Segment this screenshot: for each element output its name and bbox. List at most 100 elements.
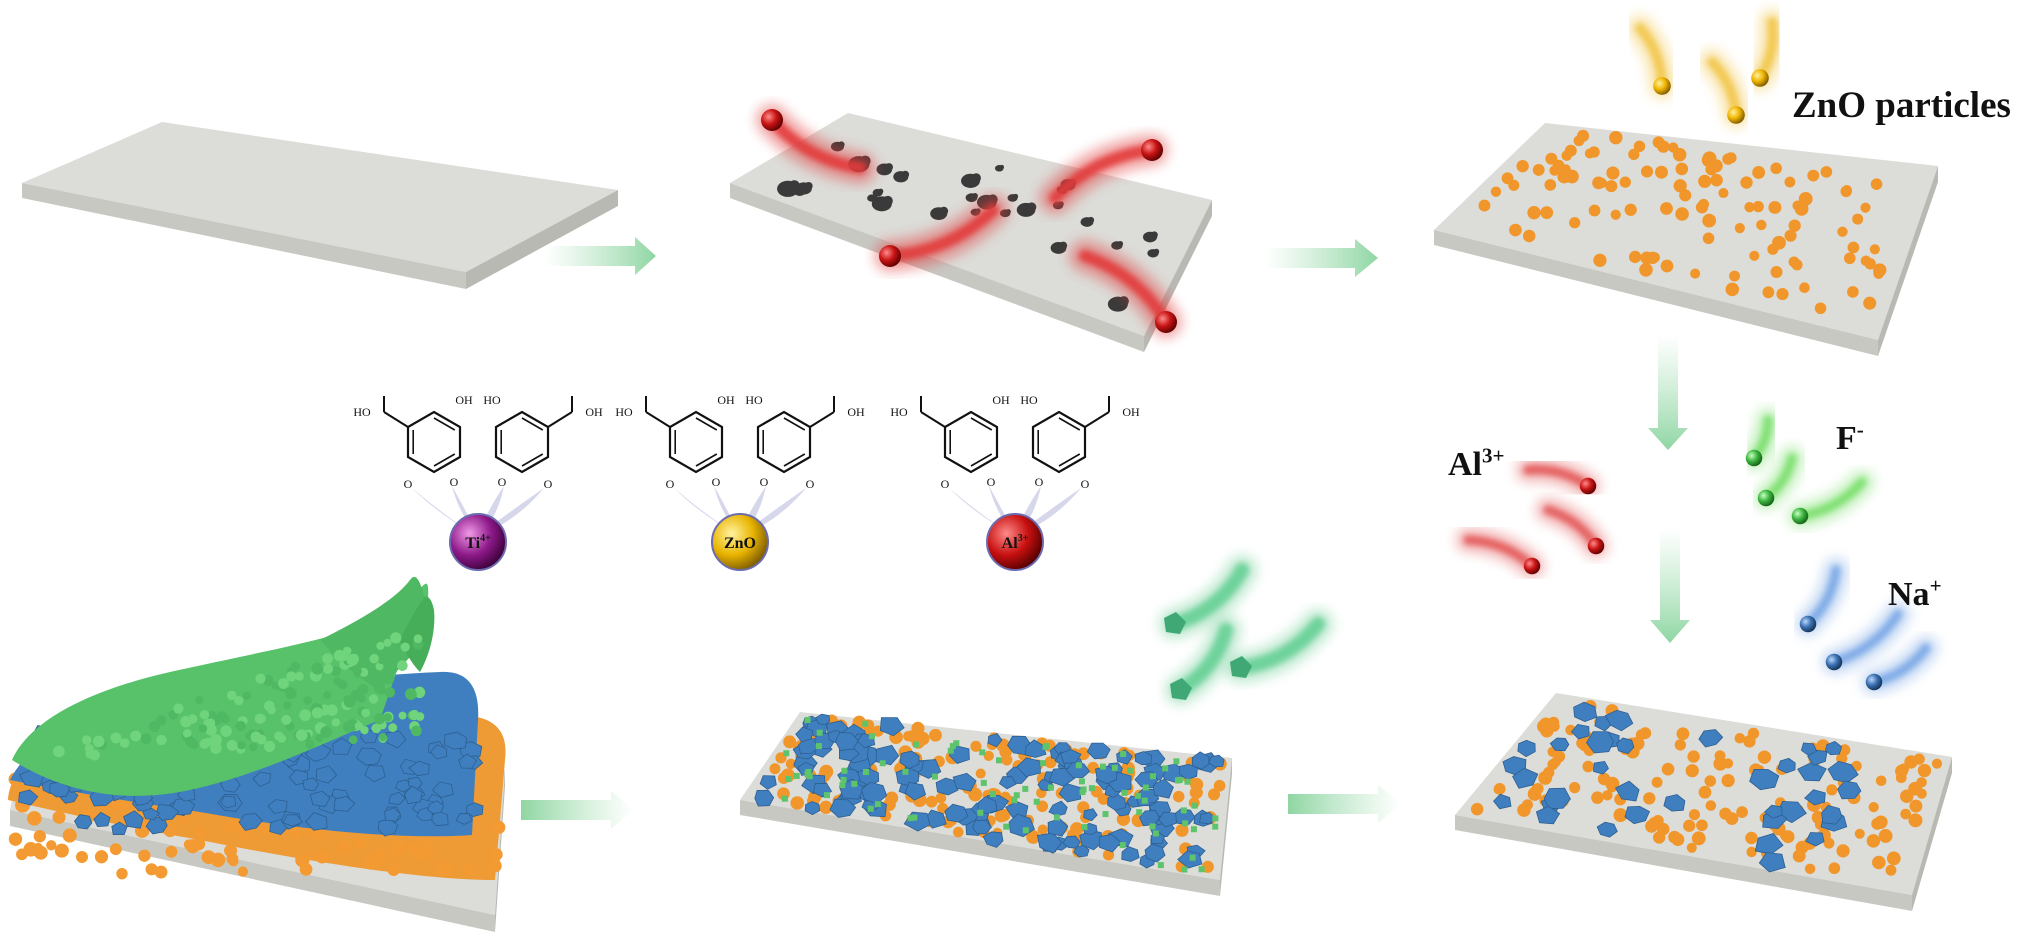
zno-dot <box>1569 217 1581 229</box>
blue-crystal <box>952 772 977 792</box>
zno-dot <box>1633 140 1646 153</box>
blue-grain <box>429 809 449 827</box>
green-crystal <box>1121 789 1128 796</box>
svg-text:O: O <box>941 477 950 491</box>
zno-dot <box>1705 163 1718 176</box>
zno-dot <box>1037 824 1048 835</box>
green-grain <box>263 740 276 753</box>
zno-dot <box>1718 187 1729 199</box>
blue-grain <box>388 791 406 806</box>
defect-spot <box>1059 241 1068 250</box>
blue-grain <box>309 790 331 808</box>
blue-grain <box>220 795 237 809</box>
ion-label: Ti4+ <box>465 533 491 552</box>
green-grain <box>294 671 304 681</box>
green-grain <box>390 632 402 644</box>
zno-dot <box>1873 268 1884 279</box>
green-crystal <box>947 747 954 754</box>
zno-dot <box>783 735 797 749</box>
green-crystal <box>1099 763 1106 770</box>
zno-dot <box>1588 146 1600 158</box>
orange-grain <box>435 860 449 875</box>
orange-grain <box>16 848 28 861</box>
defect-spot <box>999 164 1005 170</box>
zno-dot <box>1756 219 1767 231</box>
green-crystal <box>1079 789 1086 796</box>
zno-dot <box>1490 186 1502 197</box>
svg-text:HO: HO <box>745 393 763 407</box>
red-ion <box>874 194 1009 272</box>
green-crystal <box>1042 743 1049 750</box>
blue-crystal <box>1804 789 1826 806</box>
green-crystal <box>783 750 790 757</box>
zno-dot <box>1679 189 1692 202</box>
green-grain <box>237 741 246 750</box>
zno-dot <box>1854 828 1865 839</box>
blue-grain <box>432 781 454 798</box>
zno-dot <box>1527 205 1541 220</box>
orange-grain <box>488 859 502 873</box>
blue-crystal <box>1824 741 1843 756</box>
zno-dot <box>1688 809 1700 821</box>
zno-dot <box>1208 788 1221 801</box>
zno-dot <box>1820 166 1833 178</box>
blue-crystal <box>829 798 857 818</box>
zno-dot <box>1713 756 1728 771</box>
green-grain <box>250 731 262 743</box>
green-grain <box>398 711 407 720</box>
green-crystal <box>1149 823 1156 830</box>
orange-grain <box>370 858 382 870</box>
green-crystal <box>1111 764 1118 771</box>
zno-dot <box>1784 229 1797 242</box>
green-grain <box>140 733 152 745</box>
green-crystal <box>912 741 919 748</box>
crystal-layer-4 <box>1470 699 1943 876</box>
zno-dot <box>1770 162 1782 175</box>
green-crystal <box>1120 750 1127 757</box>
zno-dot <box>1609 130 1623 145</box>
orange-grain <box>27 811 42 826</box>
blue-crystal <box>1596 821 1618 838</box>
yellow-ion <box>1699 49 1749 128</box>
green-grain <box>305 739 315 749</box>
zno-dot <box>1695 201 1709 214</box>
zno-dot <box>1772 235 1786 250</box>
defect-spot <box>1153 248 1160 255</box>
zno-dot <box>1639 727 1652 740</box>
red-ion <box>1069 240 1182 338</box>
green-grain <box>384 652 393 661</box>
blue-crystal <box>1036 832 1063 854</box>
green-layer-grains <box>53 627 426 761</box>
green-grain <box>311 662 324 675</box>
zno-dot <box>1784 176 1796 188</box>
green-grain <box>354 721 364 731</box>
green-crystal <box>1127 767 1134 774</box>
green-grain <box>346 653 359 666</box>
svg-text:OH: OH <box>717 393 735 407</box>
zno-dot <box>1675 207 1689 221</box>
orange-grain <box>195 827 206 838</box>
green-crystal <box>990 791 997 798</box>
orange-grain <box>260 823 271 835</box>
zno-dot <box>1722 153 1734 165</box>
svg-text:O: O <box>404 477 413 491</box>
zno-dot <box>1908 781 1922 796</box>
blue-crystal <box>1805 832 1825 847</box>
zno-dot <box>1652 136 1665 149</box>
zno-dot <box>970 740 982 752</box>
zno-dot <box>1516 159 1529 173</box>
ion-sphere <box>449 513 507 571</box>
green-crystal <box>874 801 881 808</box>
green-crystal-streak <box>1225 609 1333 683</box>
green-crystal <box>841 767 848 774</box>
green-crystal <box>839 782 846 789</box>
red-ion <box>756 104 876 184</box>
zno-dot <box>1931 758 1943 769</box>
green-grain <box>388 723 398 733</box>
green-crystal-streak <box>1159 555 1257 639</box>
green-crystal <box>1033 798 1040 805</box>
arrow-left-2 <box>521 791 634 829</box>
